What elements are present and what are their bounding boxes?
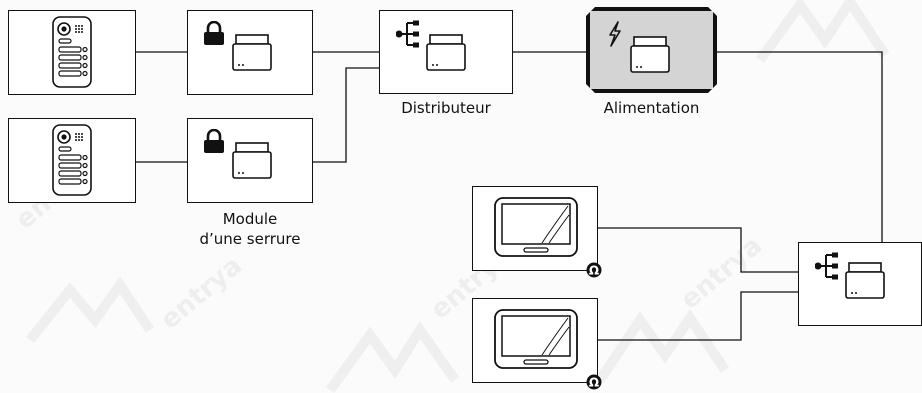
- power-supply-label: Alimentation: [603, 99, 700, 117]
- lock-module-label-line2: d’une serrure: [199, 230, 301, 248]
- door-station-icon: [52, 16, 92, 88]
- monitor-1: [472, 186, 598, 271]
- monitor-2: [472, 298, 598, 383]
- monitor-icon: [494, 197, 578, 257]
- svg-text:Ω: Ω: [589, 376, 599, 390]
- wire-monitor1-distributor2: [598, 227, 798, 273]
- door-station-1: [8, 10, 136, 95]
- lock-module-2: [187, 118, 313, 203]
- din-module-icon: [232, 142, 272, 179]
- distributor-1: [379, 10, 513, 94]
- lock-icon: [204, 21, 224, 45]
- wire-lock2-distributor: [313, 67, 379, 163]
- din-module-icon: [630, 35, 670, 75]
- distributor-icon: [815, 252, 838, 280]
- din-module-icon: [426, 34, 466, 71]
- distributor-label: Distributeur: [401, 99, 491, 117]
- distributor-2: [798, 242, 922, 326]
- lock-module-1: [187, 10, 313, 95]
- din-module-icon: [232, 34, 272, 71]
- lightning-icon: [607, 21, 623, 47]
- svg-text:Ω: Ω: [589, 264, 599, 278]
- door-station-2: [8, 118, 136, 203]
- monitor-icon: [494, 309, 578, 369]
- door-station-icon: [52, 124, 92, 196]
- distributor-icon: [396, 20, 419, 48]
- termination-resistor-icon: Ω: [586, 374, 602, 390]
- din-module-icon: [845, 262, 885, 299]
- wire-monitor2-distributor2: [598, 291, 798, 341]
- wire-psu-distributor2: [715, 51, 883, 242]
- lock-module-label-line1: Module: [222, 210, 278, 228]
- termination-resistor-icon: Ω: [586, 262, 602, 278]
- power-supply: [586, 7, 717, 93]
- lock-icon: [204, 129, 224, 153]
